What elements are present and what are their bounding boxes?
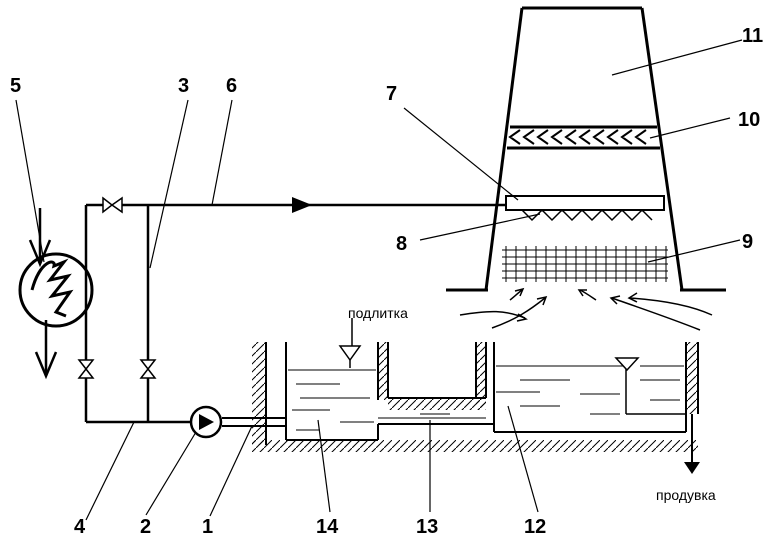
- air-flow-arrows: [459, 287, 713, 331]
- valve-top: [102, 196, 123, 214]
- valve-bypass: [139, 359, 157, 379]
- piping: [84, 203, 506, 427]
- heat-exchanger: [18, 208, 94, 380]
- cooling-tower: [446, 6, 726, 292]
- drift-eliminator: [507, 125, 660, 150]
- flow-arrow: [292, 197, 312, 213]
- label-13: 13: [416, 516, 438, 538]
- label-1: 1: [202, 516, 213, 538]
- label-5: 5: [10, 75, 21, 97]
- fill-grid: [502, 246, 668, 282]
- valve-left: [77, 359, 95, 379]
- label-7: 7: [386, 83, 397, 105]
- blowdown-label: продувка: [656, 487, 716, 503]
- cooling-basin: [252, 318, 700, 474]
- label-10: 10: [738, 109, 760, 131]
- label-8: 8: [396, 233, 407, 255]
- label-6: 6: [226, 75, 237, 97]
- leader-lines: [15, 39, 743, 521]
- spray-nozzles: [521, 208, 653, 222]
- pump: [189, 405, 223, 439]
- water-distributor: [505, 195, 665, 211]
- label-2: 2: [140, 516, 151, 538]
- label-9: 9: [742, 231, 753, 253]
- label-12: 12: [524, 516, 546, 538]
- makeup-label: подлитка: [348, 305, 408, 321]
- label-14: 14: [316, 516, 339, 538]
- label-11: 11: [742, 25, 763, 47]
- label-3: 3: [178, 75, 189, 97]
- label-4: 4: [74, 516, 86, 538]
